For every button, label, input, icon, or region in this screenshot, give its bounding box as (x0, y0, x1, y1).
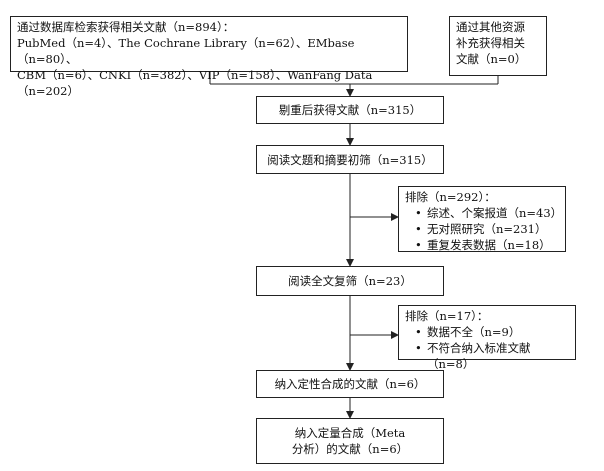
qualitative-synthesis-label: 纳入定性合成的文献（n=6） (274, 377, 426, 391)
qualitative-synthesis-box: 纳入定性合成的文献（n=6） (256, 370, 444, 398)
database-search-line1: 通过数据库检索获得相关文献（n=894）： (17, 20, 235, 34)
exclusion-2-item: 不符合纳入标准文献（n=8） (405, 340, 569, 372)
exclusion-1-item: 无对照研究（n=231） (405, 221, 559, 237)
other-sources-line3: 文献（n=0） (456, 52, 527, 66)
exclusion-1-item: 重复发表数据（n=18） (405, 237, 559, 253)
quantitative-synthesis-box: 纳入定量合成（Meta 分析）的文献（n=6） (256, 418, 444, 464)
database-search-line2: PubMed（n=4）、The Cochrane Library（n=62）、E… (17, 36, 355, 66)
fulltext-screen-box: 阅读全文复筛（n=23） (256, 266, 444, 296)
exclusion-box-1: 排除（n=292）： 综述、个案报道（n=43） 无对照研究（n=231） 重复… (398, 186, 566, 253)
quantitative-synthesis-line1: 纳入定量合成（Meta (294, 426, 406, 440)
other-sources-line1: 通过其他资源 (456, 20, 525, 34)
after-dedup-box: 剔重后获得文献（n=315） (256, 96, 444, 124)
exclusion-2-item: 数据不全（n=9） (405, 324, 569, 340)
fulltext-screen-label: 阅读全文复筛（n=23） (288, 274, 412, 288)
after-dedup-label: 剔重后获得文献（n=315） (278, 103, 422, 117)
other-sources-box: 通过其他资源 补充获得相关 文献（n=0） (449, 16, 547, 76)
exclusion-2-title: 排除（n=17）： (405, 309, 489, 323)
exclusion-box-2: 排除（n=17）： 数据不全（n=9） 不符合纳入标准文献（n=8） (398, 305, 576, 371)
title-abstract-screen-box: 阅读文题和摘要初筛（n=315） (256, 145, 444, 174)
exclusion-1-title: 排除（n=292）： (405, 190, 496, 204)
exclusion-1-item: 综述、个案报道（n=43） (405, 205, 562, 221)
quantitative-synthesis-line2: 分析）的文献（n=6） (291, 442, 409, 456)
database-search-line3: CBM（n=6）、CNKI（n=382）、VIP（n=158）、WanFang … (17, 68, 373, 98)
other-sources-line2: 补充获得相关 (456, 36, 525, 50)
database-search-box: 通过数据库检索获得相关文献（n=894）： PubMed（n=4）、The Co… (10, 16, 408, 98)
title-abstract-screen-label: 阅读文题和摘要初筛（n=315） (267, 152, 433, 167)
